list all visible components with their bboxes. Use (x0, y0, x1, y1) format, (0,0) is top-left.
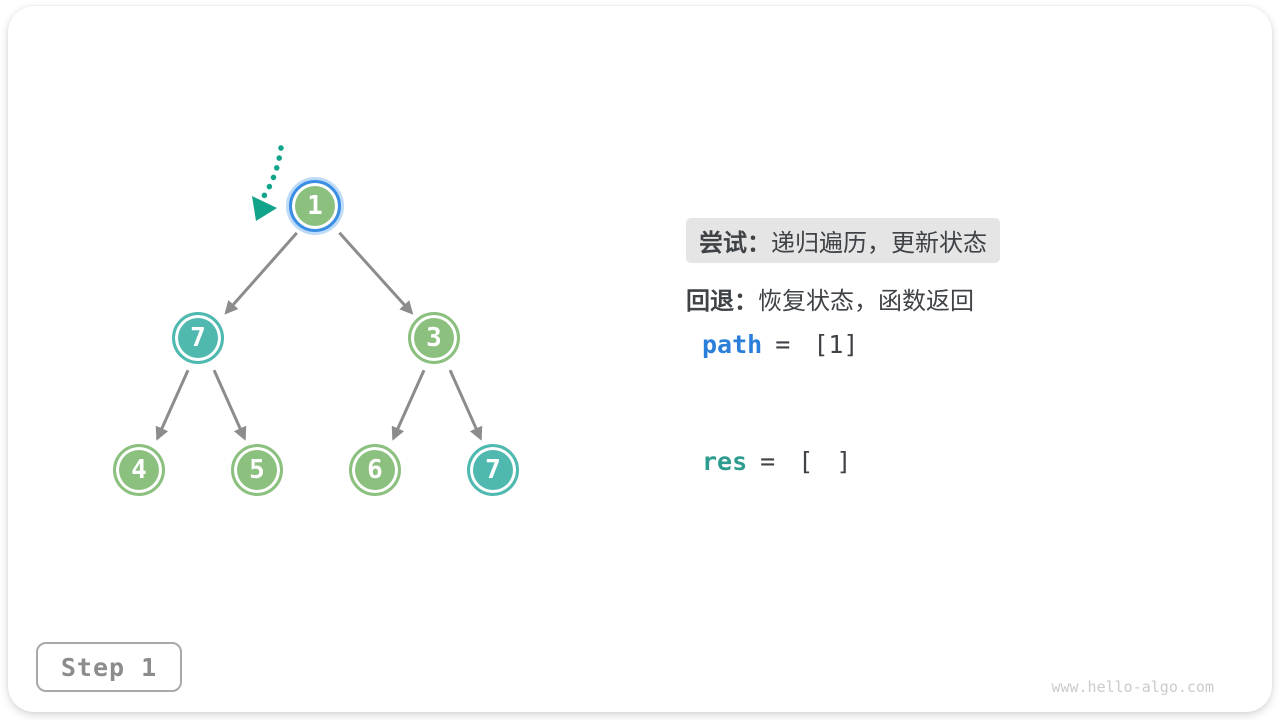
tree-node: 5 (231, 444, 283, 496)
node-value: 7 (485, 455, 501, 485)
node-value: 6 (367, 455, 383, 485)
step-badge: Step 1 (36, 642, 182, 692)
tree-node: 7 (172, 312, 224, 364)
back-text: 恢复状态，函数返回 (758, 287, 974, 315)
watermark: www.hello-algo.com (1051, 678, 1214, 696)
res-var-value: = [ ] (760, 447, 852, 476)
node-value: 1 (307, 191, 323, 221)
legend-back-line: 回退：恢复状态，函数返回 (686, 278, 974, 318)
res-var-name: res (702, 447, 748, 476)
diagram-card (8, 6, 1272, 712)
legend-try-line: 尝试：递归遍历，更新状态 (686, 218, 1000, 263)
try-label: 尝试： (699, 230, 771, 257)
node-value: 3 (426, 323, 442, 353)
node-value: 4 (131, 455, 147, 485)
path-var-value: = [1] (775, 330, 859, 359)
back-label: 回退： (686, 287, 758, 315)
path-variable-line: path = [1] (702, 330, 858, 359)
tree-node: 4 (113, 444, 165, 496)
node-value: 7 (190, 323, 206, 353)
try-text: 递归遍历，更新状态 (771, 230, 987, 257)
path-var-name: path (702, 330, 763, 359)
tree-node: 7 (467, 444, 519, 496)
node-value: 5 (249, 455, 265, 485)
tree-node: 6 (349, 444, 401, 496)
res-variable-line: res = [ ] (702, 447, 851, 476)
tree-node-current: 1 (289, 180, 341, 232)
step-label: Step 1 (60, 652, 158, 682)
tree-node: 3 (408, 312, 460, 364)
